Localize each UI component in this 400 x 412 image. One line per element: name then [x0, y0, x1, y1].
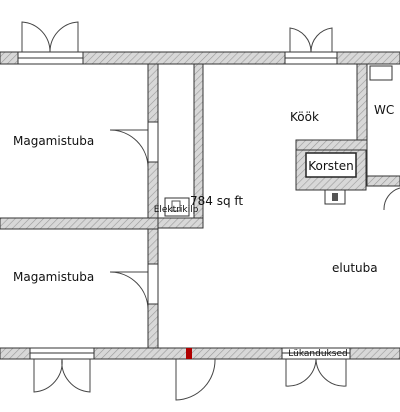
wall-bedrooms-right: [147, 63, 159, 349]
room-label-wc: WC: [374, 103, 394, 117]
wc-fixture: [369, 65, 393, 81]
wall-between-bedrooms: [0, 217, 159, 230]
hatches-label: Lükanduksed: [288, 349, 347, 359]
wall-bottom: [0, 347, 400, 360]
wall-kitchen-chimney: [295, 139, 368, 151]
entrance-marker: [186, 348, 192, 359]
room-label-bedroom-top: Magamistuba: [13, 134, 94, 148]
room-label-living: elutuba: [332, 261, 378, 275]
electrical-panel-label: Elektrikilp: [154, 205, 199, 215]
door-entrance: [175, 358, 216, 401]
room-label-kitchen: Köök: [290, 110, 319, 124]
chimney: Korsten: [295, 149, 367, 205]
chimney-label: Korsten: [308, 159, 354, 173]
door-wc: [383, 187, 400, 211]
door-bedroom-top: [109, 129, 149, 169]
room-label-bedroom-bottom: Magamistuba: [13, 270, 94, 284]
door-swings: [109, 129, 400, 401]
wall-wc-bottom: [366, 175, 400, 187]
wall-wc-left: [356, 63, 368, 141]
door-bedroom-bottom: [109, 271, 149, 311]
wall-corridor-bottom: [157, 217, 204, 229]
area-label: 784 sq ft: [190, 194, 243, 208]
window-sashes: [21, 21, 347, 393]
electrical-panel: Elektrikilp: [154, 197, 199, 217]
